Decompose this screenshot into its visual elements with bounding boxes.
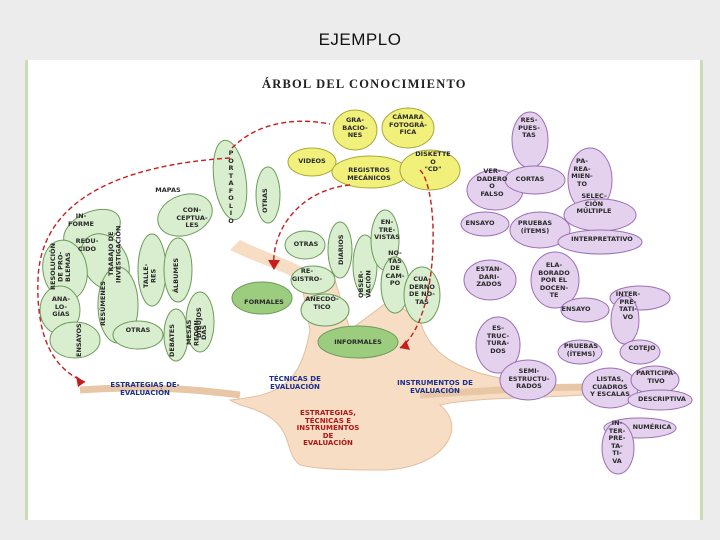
leaf-dibujos: DIBUJOS [196,308,204,338]
leaf-entrevistas: EN- TRE- VISTAS [372,219,402,242]
leaf-camara: CÁMARA FOTOGRÁ- FICA [382,114,434,137]
leaf-conceptuales: CON- CEPTUA- LES [170,207,214,230]
leaf-reducido: REDU- CIDO [70,238,104,253]
leaf-grabaciones: GRA- BACIO- NES [336,117,374,140]
leaf-participativo: PARTICIPA- TIVO [632,370,680,385]
leaf-estructurados: ES- TRUC- TURA- DOS [478,325,518,355]
leaf-pruebas-items-1: PRUEBAS (ÍTEMS) [510,220,560,235]
root-instrumentos: INSTRUMENTOS DE EVALUACIÓN [390,380,480,395]
leaf-ensayo-2: ENSAYO [556,306,596,314]
leaf-cortas: CORTAS [508,176,552,184]
leaf-verdadero-falso: VER- DADERO O FALSO [470,168,514,198]
leaf-pruebas-items-2: PRUEBAS (ÍTEMS) [558,343,604,358]
leaf-talleres: TALLE- RES [143,258,158,294]
leaf-resumenes: RESÚMENES [100,286,108,326]
leaf-listas: LISTAS, CUADROS Y ESCALAS [584,376,636,399]
leaf-pareamiento: PA- REA- MIEN- TO [562,158,602,188]
leaf-mapas: MAPAS [148,187,188,195]
root-estrategias: ESTRATEGIAS DE- EVALUACIÓN [100,382,190,397]
leaf-albumes: ÁLBUMES [173,258,181,294]
leaf-informales: INFORMALES [326,339,390,347]
leaf-interpretativo-2: INTER- PRE- TATI- VO [606,291,650,321]
diagram-heading: ÁRBOL DEL CONOCIMIENTO [262,77,467,92]
leaf-informe: IN- FORME [64,213,98,228]
leaf-respuestas: RES- PUES- TAS [514,117,544,140]
leaf-portafolio: P O R T A F O L I O [224,150,238,225]
leaf-interpretativa: IN- TER- PRE- TA- TI- VA [604,420,630,465]
leaf-observacion: OBSER- VACIÓN [358,262,373,306]
leaf-ensayo-1: ENSAYO [460,220,500,228]
leaf-otras-middle: OTRAS [290,241,322,249]
leaf-anecdotico: ANECDÓ- TICO [300,296,344,311]
leaf-interpretativo: INTERPRETATIVO [560,236,644,244]
leaf-otras-vertical: OTRAS [262,186,270,216]
leaf-resolucion: RESOLUCIÓN DE PRO- BLEMAS [50,240,73,294]
leaf-estandarizados: ESTAN- DARI- ZADOS [466,266,512,289]
leaf-numerica: NUMÉRICA [624,424,680,432]
leaf-debates: DEBATES [169,322,177,360]
leaf-trabajo: TRABAJO DE INVESTIGACIÓN [108,222,123,286]
leaf-registro: RE- GISTRO- [290,268,324,283]
root-tecnicas: TÉCNICAS DE EVALUACIÓN [255,376,335,391]
leaf-diarios: DIARIOS [338,232,346,268]
leaf-cuaderno: CUA- DERNO DE NO- TAS [402,276,442,306]
leaf-registros-mecanicos: REGISTROS MECÁNICOS [336,167,402,182]
leaf-analogias: ANA- LO- GÍAS [44,296,78,319]
leaf-cotejo: COTEJO [622,345,662,353]
leaf-otras-left: OTRAS [120,327,156,335]
leaf-elaborados: ELA- BORADO POR EL DOCEN- TE [530,262,578,300]
trunk-label: ESTRATEGIAS, TÉCNICAS E INSTRUMENTOS DE … [288,410,368,448]
leaf-descriptiva: DESCRIPTIVA [630,396,694,404]
leaf-diskette: DISKETTE O "CD" [408,151,458,174]
leaf-semiestructurados: SEMI- ESTRUCTU- RADOS [504,368,554,391]
leaf-ensayos: ENSAYOS [76,322,84,358]
leaf-seleccion: SELEC- CIÓN MÚLTIPLE [566,193,622,216]
leaf-videos: VIDEOS [292,158,332,166]
leaf-formales: FORMALES [240,299,288,307]
